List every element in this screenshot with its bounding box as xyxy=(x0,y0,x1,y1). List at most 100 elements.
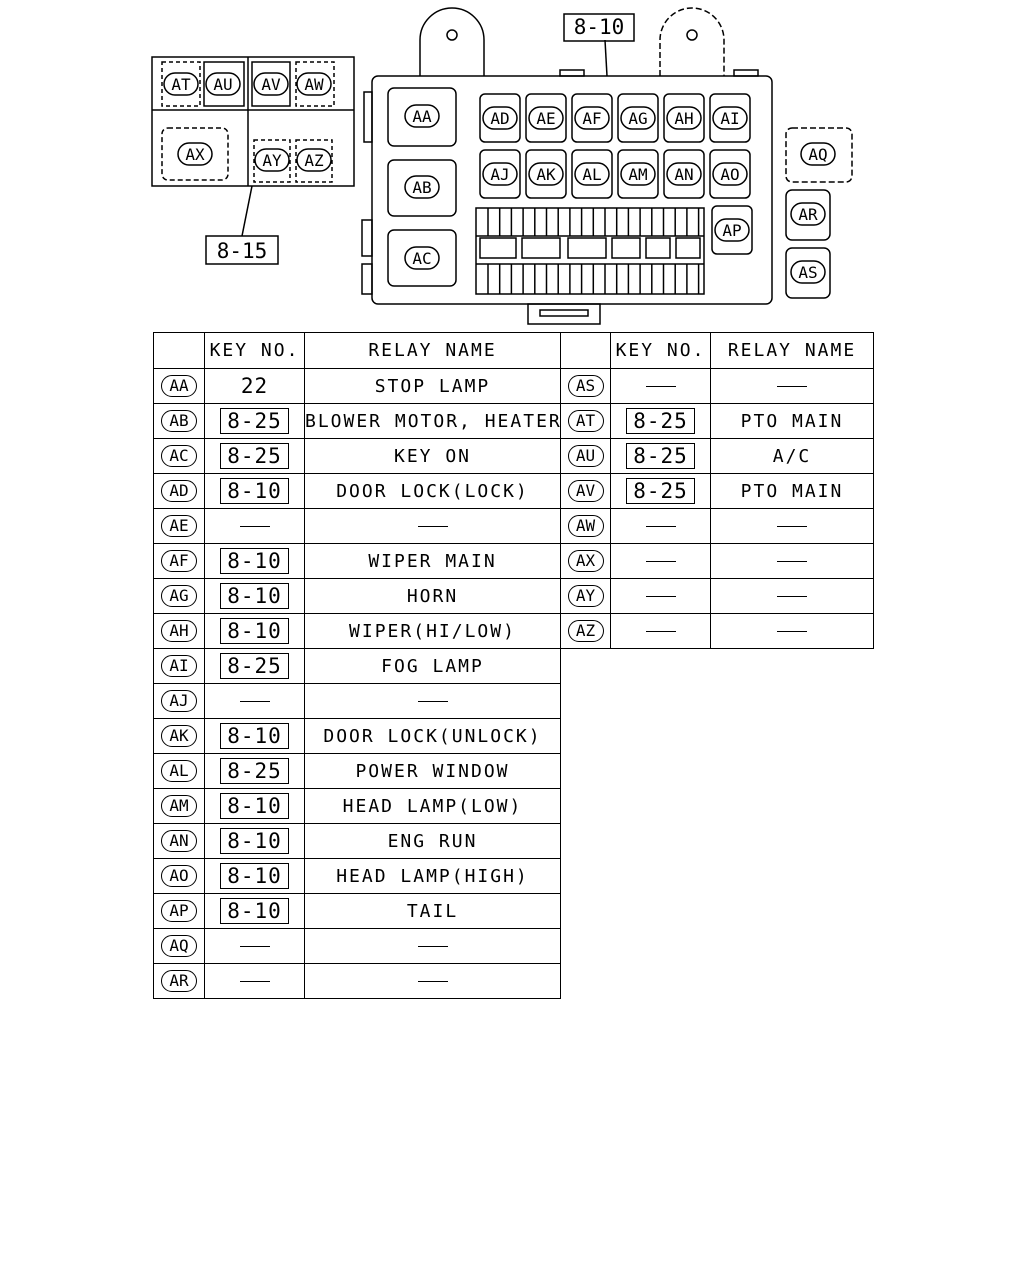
relay-position-outline xyxy=(620,162,656,186)
relay-position-label: AO xyxy=(720,165,739,184)
relay-position-outline xyxy=(712,162,748,186)
sub-relay-box-outline xyxy=(151,56,355,187)
key-cell: AY xyxy=(560,578,611,614)
relay-key-label: AC xyxy=(161,445,197,467)
table-row: AS xyxy=(560,368,874,404)
relay-name-value: WIPER(HI/LOW) xyxy=(349,620,516,642)
empty-dash xyxy=(645,526,676,527)
relay-position-label: AF xyxy=(582,109,601,128)
relay-name-cell xyxy=(710,543,874,579)
relay-name-value: KEY ON xyxy=(393,445,472,467)
relay-position-label: AR xyxy=(798,205,818,224)
relay-position-outline xyxy=(712,106,748,130)
key-no-cell: 8-10 xyxy=(204,823,305,859)
relay-position-outline xyxy=(404,246,440,270)
key-cell: AR xyxy=(153,963,205,999)
key-no-value: 8-25 xyxy=(220,408,289,434)
relay-key-label: AL xyxy=(161,760,197,782)
relay-name-value: FOG LAMP xyxy=(381,655,484,677)
table-row: AR xyxy=(153,963,561,999)
key-cell: AS xyxy=(560,368,611,404)
key-cell: AO xyxy=(153,858,205,894)
relay-position-outline xyxy=(666,106,702,130)
relay-position-outline xyxy=(254,148,290,172)
relay-position-outline xyxy=(574,162,610,186)
relay-key-label: AO xyxy=(161,865,197,887)
relay-slot xyxy=(479,93,521,143)
relay-position-outline xyxy=(714,218,750,242)
relay-key-label: AU xyxy=(567,445,604,467)
key-no-cell: 8-10 xyxy=(204,788,305,824)
relay-key-label: AR xyxy=(161,970,197,992)
key-no-cell: 8-10 xyxy=(204,578,305,614)
key-no-value: 8-10 xyxy=(220,793,289,819)
table-header: KEY NO. RELAY NAME xyxy=(560,332,874,369)
key-cell: AU xyxy=(560,438,611,474)
key-no-value: 8-25 xyxy=(220,758,289,784)
relay-position-outline xyxy=(790,202,826,226)
relay-name-cell: KEY ON xyxy=(304,438,561,474)
relay-position-label: AQ xyxy=(808,145,827,164)
relay-position-outline xyxy=(666,162,702,186)
relay-position-label: AY xyxy=(262,151,282,170)
key-no-cell xyxy=(204,928,305,964)
key-cell: AW xyxy=(560,508,611,544)
key-no-cell xyxy=(204,508,305,544)
relay-position-outline xyxy=(528,162,564,186)
relay-name-cell: POWER WINDOW xyxy=(304,753,561,789)
relay-name-cell: HORN xyxy=(304,578,561,614)
relay-name-value: POWER WINDOW xyxy=(355,760,510,782)
relay-key-label: AX xyxy=(567,550,604,572)
key-no-cell: 8-25 xyxy=(610,473,711,509)
relay-name-cell: A/C xyxy=(710,438,874,474)
table-row: AE xyxy=(153,508,561,544)
relay-name-cell: TAIL xyxy=(304,893,561,929)
key-no-cell: 8-10 xyxy=(204,473,305,509)
relay-slot xyxy=(525,93,567,143)
key-no-cell: 8-25 xyxy=(610,403,711,439)
relay-position-outline xyxy=(482,106,518,130)
relay-position-outline xyxy=(205,72,241,96)
key-cell: AT xyxy=(560,403,611,439)
relay-name-value: DOOR LOCK(UNLOCK) xyxy=(323,725,542,747)
relay-slot xyxy=(525,149,567,199)
empty-dash xyxy=(417,526,448,527)
empty-dash xyxy=(239,946,270,947)
relay-name-cell: DOOR LOCK(UNLOCK) xyxy=(304,718,561,754)
relay-position-outline xyxy=(253,72,289,96)
key-no-cell: 8-25 xyxy=(204,648,305,684)
key-cell: AM xyxy=(153,788,205,824)
relay-key-label: AG xyxy=(161,585,197,607)
key-no-cell: 8-25 xyxy=(204,403,305,439)
empty-dash xyxy=(777,596,807,597)
key-no-value: 8-10 xyxy=(220,828,289,854)
key-no-cell: 8-10 xyxy=(204,543,305,579)
relay-position-label: AZ xyxy=(304,151,324,170)
relay-key-label: AF xyxy=(161,550,197,572)
empty-dash xyxy=(645,561,676,562)
relay-name-value: HEAD LAMP(LOW) xyxy=(342,795,523,817)
key-cell: AZ xyxy=(560,613,611,649)
relay-slot xyxy=(663,93,705,143)
relay-position-label: AL xyxy=(582,165,601,184)
relay-position-outline xyxy=(528,106,564,130)
key-cell: AH xyxy=(153,613,205,649)
header-blank xyxy=(153,332,205,369)
key-no-value: 8-25 xyxy=(626,443,695,469)
empty-dash xyxy=(239,981,270,982)
empty-dash xyxy=(777,561,807,562)
empty-dash xyxy=(777,386,807,387)
table-header: KEY NO. RELAY NAME xyxy=(153,332,561,369)
relay-name-cell: HEAD LAMP(LOW) xyxy=(304,788,561,824)
relay-slot xyxy=(479,149,521,199)
relay-position-label: AB xyxy=(412,178,431,197)
relay-name-value: STOP LAMP xyxy=(374,375,491,397)
relay-key-label: AB xyxy=(161,410,197,432)
